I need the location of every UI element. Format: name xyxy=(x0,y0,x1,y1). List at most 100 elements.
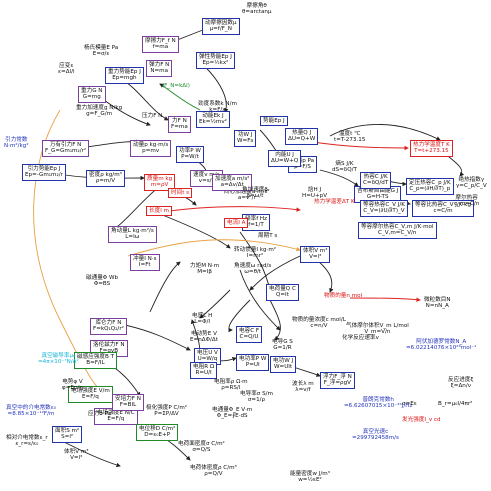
node-title: 电荷量Q C xyxy=(269,286,296,292)
node-formula: N=ma xyxy=(150,68,169,75)
node-formula: c=C/m xyxy=(433,208,453,215)
node-formula: Ep=mgh xyxy=(112,75,137,82)
node-title: 压力F N xyxy=(142,113,163,119)
node-formula: σ=1/ρ xyxy=(247,397,266,404)
node-formula: C_p=(∂H/∂T)_p xyxy=(409,186,451,193)
node-title: 焓H J xyxy=(307,187,322,193)
node-formula: R=U/I xyxy=(195,370,212,377)
node-formula: a=Δv/Δt xyxy=(220,182,244,189)
node-title: 功W J xyxy=(237,132,253,138)
node-title: 定压热容C_p J/K xyxy=(409,180,451,186)
node-title: 发光强度I_v cd xyxy=(402,417,441,423)
node-formula: L=Iω xyxy=(125,234,140,241)
node-formula: F_浮=ρgV xyxy=(323,380,351,387)
node-formula: L=Φ/I xyxy=(194,319,211,326)
node-title: 电流I A xyxy=(227,220,246,226)
node-formula: C_V=(∂U/∂T)_V xyxy=(363,208,405,215)
node-title: 等容热容C_V J/K xyxy=(363,202,405,208)
node-formula: F=kQ₁Q₂/r² xyxy=(93,326,124,333)
node-formula: F=BIL xyxy=(119,402,137,409)
node-perm: 真空中的介电常数ε₀=8.85×10⁻¹²F/m xyxy=(4,404,58,419)
node-formula: B=F/IL xyxy=(86,360,105,367)
connection-line xyxy=(228,299,251,333)
node-formula: f=ma xyxy=(152,44,169,51)
node-formula: w=½εE² xyxy=(298,477,322,484)
node-formula: V_m=V/n xyxy=(364,329,391,336)
node-formula: =4π×10⁻⁷N/A² xyxy=(38,359,79,366)
node-title: 热容C J/K xyxy=(363,174,388,180)
node-title: 摩擦角θ xyxy=(246,3,267,9)
node-title: 功率P W xyxy=(179,148,201,154)
connection-line xyxy=(349,297,421,302)
node-title: 电容C F xyxy=(239,328,260,334)
node-title: 等容摩尔热容C_V,m J/K·mol xyxy=(361,224,434,230)
connection-line xyxy=(239,269,281,331)
node-title: 应力σ Pa xyxy=(88,411,112,417)
node-magperm: 真空磁导率μ₀=4π×10⁻⁷N/A² xyxy=(36,352,81,367)
node-formula: P=W/t xyxy=(181,154,199,161)
node-chempot: 化学反应速率v xyxy=(340,334,381,342)
node-current: 电流I A xyxy=(224,218,249,229)
node-title: 时间t s xyxy=(171,190,190,196)
node-title: 洛伦兹力F N xyxy=(93,342,125,348)
node-title: 绝热指数γ xyxy=(458,177,485,183)
node-title: 角速度ω rad/s xyxy=(234,263,272,269)
node-formula: G=1/R xyxy=(273,345,292,352)
node-stiff: 劲度系数k N/mk=F/x xyxy=(196,100,239,115)
node-title: 速度v m/s xyxy=(193,172,220,178)
node-title: 杨氏模量E Pa xyxy=(84,45,119,51)
node-formula: I=mr² xyxy=(246,253,264,260)
node-formula: P=UI xyxy=(245,362,260,369)
node-hooke: (F_N=kΔl) xyxy=(160,82,192,90)
node-formula: γ=C_p/C_V xyxy=(456,183,487,190)
connection-line xyxy=(119,323,191,351)
node-title: 相对介电常数ε_r xyxy=(6,435,48,441)
node-formula: m=ρV xyxy=(150,182,169,189)
node-title: 物质的量浓度c mol/L xyxy=(292,317,346,323)
node-title: σ=Eε xyxy=(402,401,417,407)
node-planck: 普朗克常数h=6.62607015×10⁻³⁴J/Hz xyxy=(342,396,414,411)
node-stress: 应力σ Pa xyxy=(86,410,113,418)
node-substance: 物质的量n mol xyxy=(322,292,364,300)
node-formula: v=s/t xyxy=(198,178,214,185)
node-title: 向心加速度a m/s² xyxy=(224,189,270,195)
node-title: 电导率σ S/m xyxy=(240,391,273,397)
node-title: 阿伏加德罗常数N_A xyxy=(416,339,467,345)
node-title: 热力学温差ΔT K xyxy=(314,199,355,205)
node-lumI: 发光强度I_v cd xyxy=(400,416,443,424)
node-formula: N·m²/kg² xyxy=(4,143,29,150)
node-potential: 势能Ep J xyxy=(260,116,288,127)
node-title: 微粒数目N xyxy=(424,297,451,303)
node-title: 电通量Φ_E V·m xyxy=(212,407,253,413)
node-title: 力矩M N·m xyxy=(190,263,220,269)
node-formula: dS=δQ/T xyxy=(332,167,357,174)
connection-line xyxy=(127,239,301,257)
node-title: 极化强度P C/m² xyxy=(146,405,188,411)
node-title: 频率f Hz xyxy=(245,216,268,222)
